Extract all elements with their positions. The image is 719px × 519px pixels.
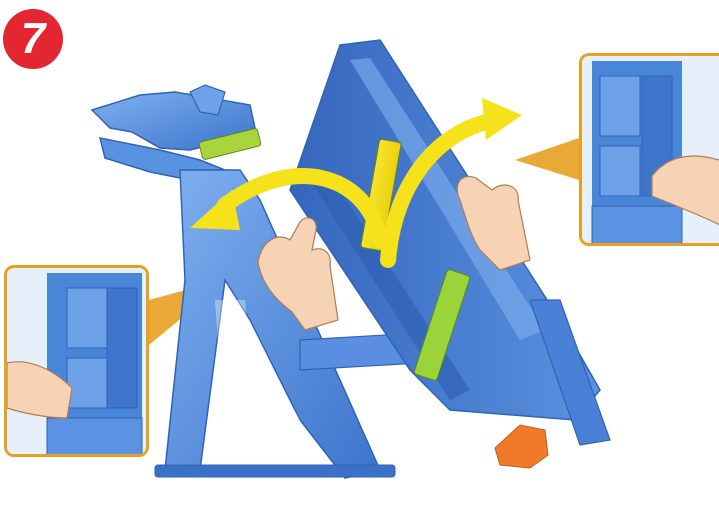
step-number: 7 — [2, 8, 64, 70]
detail-inset-right — [579, 53, 719, 246]
launcher-head — [92, 85, 261, 182]
callout-pointer-right — [515, 138, 579, 180]
detail-inset-left — [4, 265, 149, 457]
orange-wedge — [495, 425, 548, 468]
